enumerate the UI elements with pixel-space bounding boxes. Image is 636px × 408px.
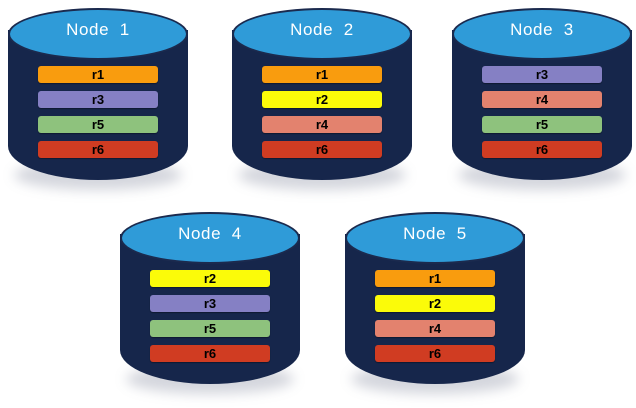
cylinder-top-disc [8, 8, 188, 60]
node-title: Node 2 [290, 20, 354, 39]
node-title: Node 4 [178, 224, 242, 243]
replica-bar[interactable]: r5 [150, 320, 270, 337]
node-title: Node 1 [66, 20, 130, 39]
node-3[interactable]: Node 3 r3 r4 r5 r6 [452, 8, 632, 192]
replica-bar[interactable]: r6 [150, 345, 270, 362]
replica-bar[interactable]: r6 [262, 141, 382, 158]
replica-bar[interactable]: r4 [262, 116, 382, 133]
replica-bar[interactable]: r6 [375, 345, 495, 362]
replica-list: r2 r3 r5 r6 [150, 270, 270, 362]
node-5[interactable]: Node 5 r1 r2 r4 r6 [345, 212, 525, 396]
replica-bar[interactable]: r6 [38, 141, 158, 158]
replica-bar[interactable]: r6 [482, 141, 602, 158]
node-1[interactable]: Node 1 r1 r3 r5 r6 [8, 8, 188, 192]
replica-bar[interactable]: r3 [482, 66, 602, 83]
replica-list: r3 r4 r5 r6 [482, 66, 602, 158]
replica-bar[interactable]: r3 [38, 91, 158, 108]
node-title: Node 3 [510, 20, 574, 39]
replica-bar[interactable]: r4 [482, 91, 602, 108]
replica-bar[interactable]: r5 [482, 116, 602, 133]
replica-bar[interactable]: r1 [262, 66, 382, 83]
replica-list: r1 r2 r4 r6 [375, 270, 495, 362]
replica-bar[interactable]: r4 [375, 320, 495, 337]
node-2[interactable]: Node 2 r1 r2 r4 r6 [232, 8, 412, 192]
replica-bar[interactable]: r5 [38, 116, 158, 133]
replica-list: r1 r3 r5 r6 [38, 66, 158, 158]
node-4[interactable]: Node 4 r2 r3 r5 r6 [120, 212, 300, 396]
replica-bar[interactable]: r1 [375, 270, 495, 287]
replica-list: r1 r2 r4 r6 [262, 66, 382, 158]
cylinder-top-disc [120, 212, 300, 264]
replica-bar[interactable]: r1 [38, 66, 158, 83]
cylinder-top-disc [232, 8, 412, 60]
replica-bar[interactable]: r2 [375, 295, 495, 312]
node-title: Node 5 [403, 224, 467, 243]
replica-bar[interactable]: r2 [150, 270, 270, 287]
cylinder-top-disc [345, 212, 525, 264]
replica-bar[interactable]: r2 [262, 91, 382, 108]
replica-bar[interactable]: r3 [150, 295, 270, 312]
cylinder-top-disc [452, 8, 632, 60]
